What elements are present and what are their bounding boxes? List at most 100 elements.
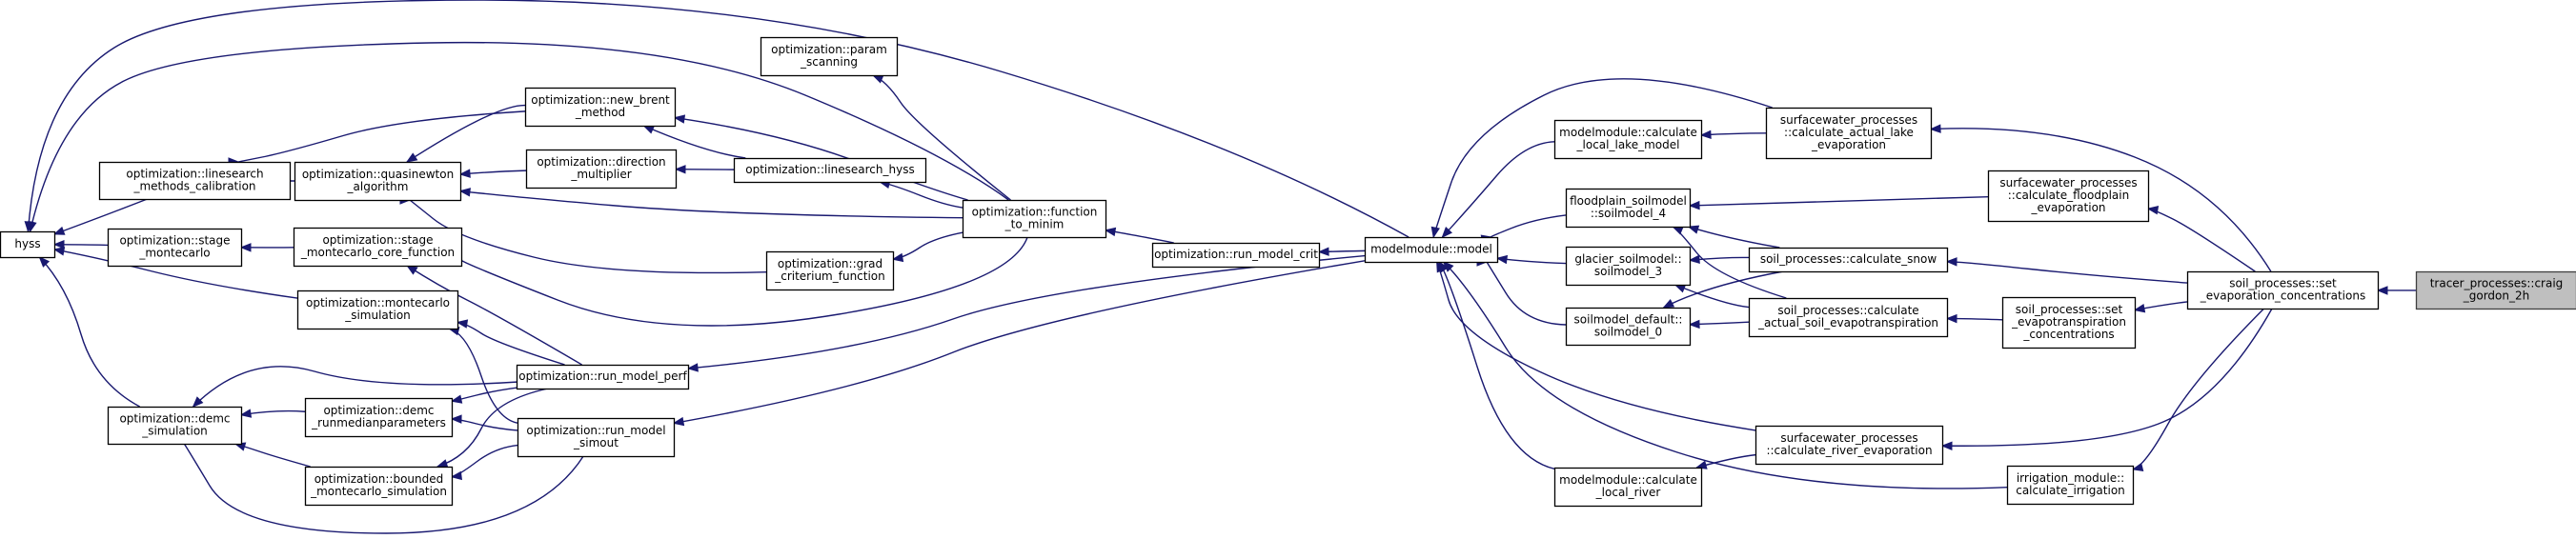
node-demc-runmed[interactable]: optimization::demc_runmedianparameters xyxy=(304,397,454,438)
node-label-line: _montecarlo_core_function xyxy=(300,246,455,259)
node-label-line: _simulation xyxy=(141,425,208,438)
node-label-line: soil_processes::set xyxy=(2016,303,2123,316)
node-label-line: _to_minim xyxy=(1004,218,1065,231)
node-box[interactable] xyxy=(1364,236,1499,264)
node-stage-mc[interactable]: optimization::stage_montecarlo xyxy=(107,228,243,268)
edge-model-to-run_perf xyxy=(687,254,1366,369)
arrowhead-icon xyxy=(686,363,699,372)
node-sw-flood[interactable]: surfacewater_processes::calculate_floodp… xyxy=(1987,170,2150,223)
node-box[interactable] xyxy=(1565,246,1692,287)
node-box[interactable] xyxy=(293,227,463,268)
node-sw-lake[interactable]: surfacewater_processes::calculate_actual… xyxy=(1765,107,1933,160)
node-grad[interactable]: optimization::grad_criterium_function xyxy=(765,250,895,291)
node-set-evap-conc[interactable]: soil_processes::set_evaporation_concentr… xyxy=(2186,270,2380,310)
node-mc-sim[interactable]: optimization::montecarlo_simulation xyxy=(296,289,459,330)
arrowhead-icon xyxy=(38,256,51,268)
node-glacier[interactable]: glacier_soilmodel::soilmodel_3 xyxy=(1565,246,1692,287)
node-soil-default[interactable]: soilmodel_default::soilmodel_0 xyxy=(1565,307,1692,347)
node-box[interactable] xyxy=(733,157,927,184)
node-box[interactable] xyxy=(760,36,899,77)
node-label-line: _runmedianparameters xyxy=(311,416,446,429)
node-box[interactable] xyxy=(525,149,678,190)
node-box[interactable] xyxy=(1553,119,1703,160)
node-box[interactable] xyxy=(294,161,462,202)
node-bounded-mc[interactable]: optimization::bounded_montecarlo_simulat… xyxy=(304,466,454,507)
node-func-min[interactable]: optimization::function_to_minim xyxy=(962,199,1107,239)
node-label-line: soil_processes::calculate_snow xyxy=(1760,252,1937,266)
node-label-line: surfacewater_processes xyxy=(1999,176,2137,190)
node-hyss[interactable]: hyss xyxy=(0,230,56,259)
edge-grad-to-quasinewton xyxy=(409,199,767,274)
node-box[interactable] xyxy=(1755,425,1944,466)
node-label-line: _method xyxy=(575,106,625,119)
node-label-line: _simout xyxy=(573,436,619,449)
edge-func_min-to-stage_core xyxy=(458,236,1028,327)
node-label-line: _montecarlo xyxy=(138,247,210,260)
arrowhead-icon xyxy=(674,165,686,174)
arrowhead-icon xyxy=(52,240,65,250)
node-box[interactable] xyxy=(1151,242,1321,269)
node-direction[interactable]: optimization::direction_multiplier xyxy=(525,149,678,190)
arrowhead-icon xyxy=(1104,227,1117,237)
node-actual-soil[interactable]: soil_processes::calculate_actual_soil_ev… xyxy=(1748,297,1949,338)
node-run-crit[interactable]: optimization::run_model_crit xyxy=(1151,242,1321,269)
node-box[interactable] xyxy=(2001,296,2137,349)
node-box[interactable] xyxy=(304,397,454,438)
edge-run_simout-to-bounded_mc xyxy=(451,444,518,478)
node-irrigation[interactable]: irrigation_module::calculate_irrigation xyxy=(2006,465,2135,506)
node-box[interactable] xyxy=(517,417,676,458)
node-run-simout[interactable]: optimization::run_model_simout xyxy=(517,417,676,458)
node-box[interactable] xyxy=(516,364,690,390)
node-box[interactable] xyxy=(2186,270,2380,310)
node-box[interactable] xyxy=(1987,170,2150,223)
node-quasinewton[interactable]: optimization::quasinewton_algorithm xyxy=(294,161,462,202)
node-box[interactable] xyxy=(304,466,454,507)
arrowhead-icon xyxy=(450,394,463,404)
node-box[interactable] xyxy=(1748,297,1949,338)
node-root[interactable]: tracer_processes::craig_gordon_2h xyxy=(2415,270,2576,310)
edge-func_min-to-param_scan xyxy=(872,74,1011,201)
node-label-line: modelmodule::model xyxy=(1370,243,1492,256)
node-box[interactable] xyxy=(765,250,895,291)
edge-run_perf-to-bounded_mc xyxy=(436,388,549,468)
node-run-perf[interactable]: optimization::run_model_perf xyxy=(516,364,690,390)
node-snow[interactable]: soil_processes::calculate_snow xyxy=(1748,247,1949,273)
node-sw-river[interactable]: surfacewater_processes::calculate_river_… xyxy=(1755,425,1944,466)
arrowhead-icon xyxy=(456,319,469,329)
node-ls-calib[interactable]: optimization::linesearch_methods_calibra… xyxy=(98,161,292,201)
node-box[interactable] xyxy=(962,199,1107,239)
node-label-line: _algorithm xyxy=(347,180,409,193)
arrowhead-icon xyxy=(1945,313,1957,324)
node-box[interactable] xyxy=(296,289,459,330)
node-new-brent[interactable]: optimization::new_brent_method xyxy=(524,87,677,128)
node-calc-lake[interactable]: modelmodule::calculate_local_lake_model xyxy=(1553,119,1703,160)
node-box[interactable] xyxy=(1553,467,1703,508)
node-model[interactable]: modelmodule::model xyxy=(1364,236,1499,264)
node-param-scan[interactable]: optimization::param_scanning xyxy=(760,36,899,77)
node-label-line: ::calculate_actual_lake xyxy=(1784,126,1914,139)
node-box[interactable] xyxy=(0,230,56,259)
node-box[interactable] xyxy=(1565,188,1692,229)
node-calc-river[interactable]: modelmodule::calculate_local_river xyxy=(1553,467,1703,508)
node-box[interactable] xyxy=(1565,307,1692,347)
node-box[interactable] xyxy=(98,161,292,201)
node-box[interactable] xyxy=(2415,270,2576,310)
arrowhead-icon xyxy=(1688,319,1700,329)
node-box[interactable] xyxy=(107,228,243,268)
arrowhead-icon xyxy=(673,114,686,124)
node-box[interactable] xyxy=(1748,247,1949,273)
node-demc-sim[interactable]: optimization::demc_simulation xyxy=(107,406,243,446)
node-label-line: optimization::run_model_perf xyxy=(518,369,687,383)
node-box[interactable] xyxy=(107,406,243,446)
node-floodplain[interactable]: floodplain_soilmodel::soilmodel_4 xyxy=(1565,188,1692,229)
node-ls-hyss[interactable]: optimization::linesearch_hyss xyxy=(733,157,927,184)
edge-actual_soil-to-glacier xyxy=(1674,284,1750,309)
node-box[interactable] xyxy=(2006,465,2135,506)
node-box[interactable] xyxy=(1765,107,1933,160)
node-label-line: optimization::run_model_crit xyxy=(1154,248,1318,261)
node-set-evapot[interactable]: soil_processes::set_evapotranspiration_c… xyxy=(2001,296,2137,349)
arrowhead-icon xyxy=(1441,227,1453,238)
node-label-line: calculate_irrigation xyxy=(2016,484,2125,497)
node-box[interactable] xyxy=(524,87,677,128)
node-stage-core[interactable]: optimization::stage_montecarlo_core_func… xyxy=(293,227,463,268)
